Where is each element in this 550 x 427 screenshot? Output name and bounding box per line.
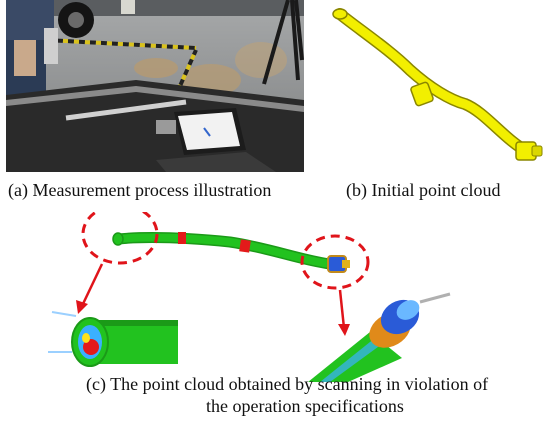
caption-a: (a) Measurement process illustration [8,180,272,200]
violation-scan [30,212,530,382]
initial-point-cloud [320,0,550,172]
caption-c-line2: the operation specifications [206,396,404,416]
caption-b: (b) Initial point cloud [346,180,501,200]
measurement-photo [6,0,304,172]
caption-c-line1: (c) The point cloud obtained by scanning… [86,374,489,394]
